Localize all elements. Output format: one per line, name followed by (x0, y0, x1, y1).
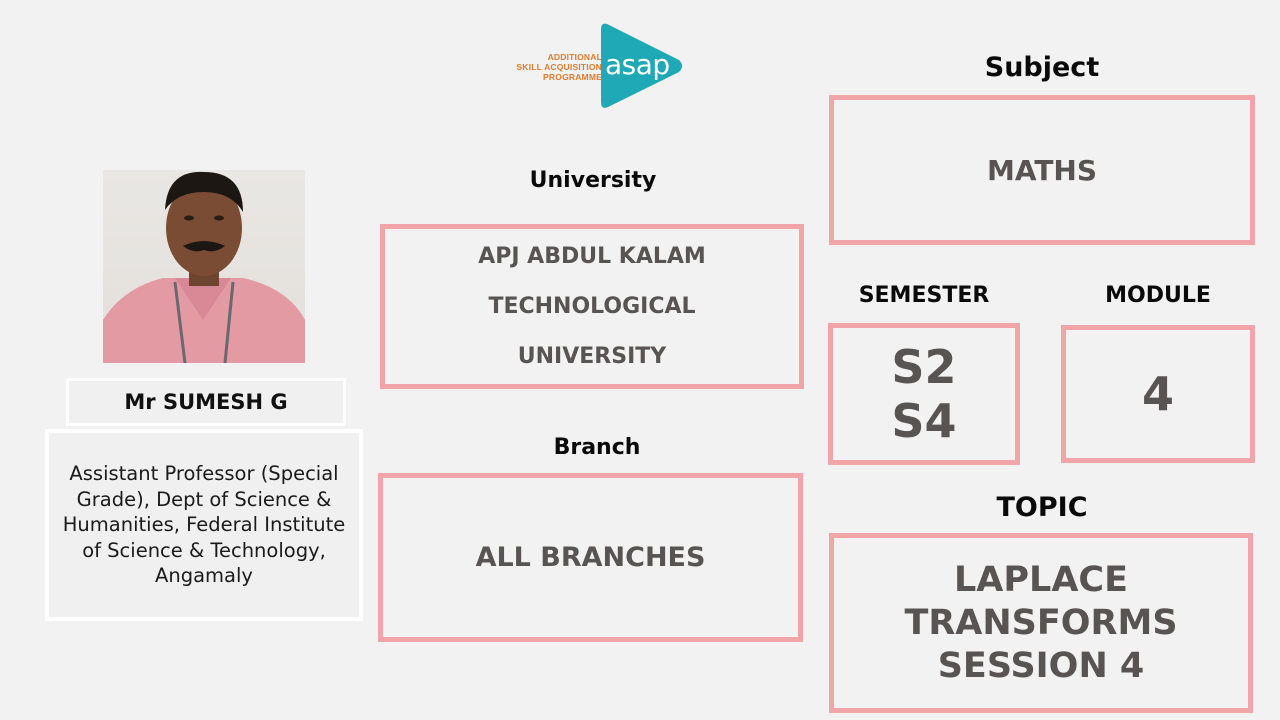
topic-line-1: LAPLACE (953, 559, 1129, 600)
university-label: University (529, 168, 657, 193)
faculty-photo (103, 170, 305, 363)
subject-value: MATHS (986, 153, 1098, 187)
branch-label: Branch (553, 435, 641, 460)
semester-value-2: S4 (891, 394, 957, 448)
topic-line-3: SESSION 4 (937, 645, 1145, 686)
university-box: APJ ABDUL KALAM TECHNOLOGICAL UNIVERSITY (380, 224, 804, 389)
module-box: 4 (1061, 325, 1255, 463)
faculty-name: Mr SUMESH G (124, 390, 288, 414)
module-label: MODULE (1105, 283, 1211, 308)
branch-value: ALL BRANCHES (475, 542, 706, 573)
faculty-name-card: Mr SUMESH G (66, 378, 346, 426)
faculty-description: Assistant Professor (Special Grade), Dep… (62, 462, 346, 588)
branch-box: ALL BRANCHES (378, 473, 803, 642)
person-portrait-icon (103, 171, 305, 363)
logo-tagline: ADDITIONAL SKILL ACQUISITION PROGRAMME (516, 52, 602, 82)
asap-logo: ADDITIONAL SKILL ACQUISITION PROGRAMME a… (505, 20, 690, 115)
logo-wordmark: asap (605, 48, 670, 81)
logo-line-programme: PROGRAMME (543, 72, 602, 82)
play-triangle-icon (601, 23, 682, 108)
topic-label: TOPIC (996, 492, 1088, 523)
topic-line-2: TRANSFORMS (904, 602, 1178, 643)
university-line-2: TECHNOLOGICAL (488, 293, 696, 319)
subject-box: MATHS (829, 95, 1255, 245)
university-line-3: UNIVERSITY (517, 343, 667, 369)
logo-line-additional: ADDITIONAL (547, 52, 602, 62)
topic-box: LAPLACE TRANSFORMS SESSION 4 (829, 533, 1253, 713)
module-value: 4 (1141, 367, 1174, 421)
semester-label: SEMESTER (858, 283, 990, 308)
logo-line-skill: SKILL ACQUISITION (516, 62, 602, 72)
faculty-description-card: Assistant Professor (Special Grade), Dep… (45, 429, 363, 621)
semester-value-1: S2 (891, 340, 957, 394)
semester-box: S2 S4 (828, 323, 1020, 465)
university-line-1: APJ ABDUL KALAM (478, 243, 706, 269)
subject-label: Subject (984, 52, 1100, 83)
